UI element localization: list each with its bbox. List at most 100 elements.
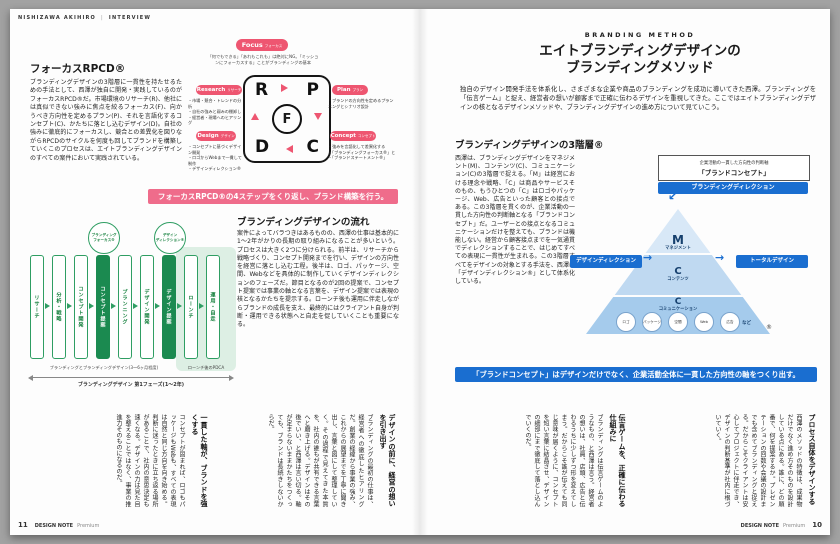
note-line2: 「ブランドコンセプト」: [698, 168, 770, 177]
article-body: ブランディングの最初の仕事は、経営者への徹底したヒアリングだ。創業の経緯から事業…: [267, 414, 373, 507]
three-layers-title: ブランディングデザインの3階層®: [455, 140, 604, 151]
bullet-item: ・コンセプトに基づくデザイン開発: [188, 144, 242, 155]
bullet-item: ・ロゴからWebまで一貫して制作: [188, 155, 242, 166]
article-heading: デザインの前に、経営の想いを引き出す: [379, 414, 396, 507]
bullet-item: ・市場・競合・トレンドの分析: [188, 98, 242, 109]
right-article-block-1: プロセス自体をデザインする 西澤のメソッドの特徴は、成果物だけでなく進め方そのも…: [632, 414, 816, 507]
left-article-block-2: 一貫した軸が、ブランドを強くする コンセプトが固まれば、ロゴもパッケージもWeb…: [28, 414, 208, 507]
arrow-right-icon: →: [715, 251, 725, 264]
flow-step: 分析・戦略: [52, 255, 66, 359]
article-body: ブランディングは伝言ゲームのようなもの、と西澤は言う。経営者の想いは、社員、店頭…: [524, 414, 603, 507]
flow-step: コンセプト開発: [74, 255, 88, 359]
page-number: 11: [18, 521, 28, 529]
rpcd-cycle-diagram: R P D C F: [243, 75, 331, 163]
cycle-arrow-up-icon: [251, 113, 259, 120]
brand-concept-note: 企業活動の一貫した方向性の判断軸 「ブランドコンセプト」: [658, 155, 810, 181]
bullet-item: ・ブランドの方向性を定めるプランニングとシナリオ設計: [328, 98, 394, 109]
flow-timespan-arrow: [28, 374, 234, 381]
flow-phase1-label: ブランディングとブランディングデザイン(3〜6ヶ月程度): [49, 365, 159, 370]
right-article-block-2: 伝言ゲームを、正確に伝わる仕組みに ブランディングは伝言ゲームのようなもの、と西…: [444, 414, 626, 507]
page-fold-shadow: [420, 9, 428, 535]
flow-step-arrow-icon: [111, 303, 116, 309]
page-number: 10: [812, 521, 822, 529]
letter-f-circle: F: [272, 104, 302, 134]
touchpoint-circle: 広告: [720, 312, 740, 332]
page-header: NISHIZAWA AKIHIRO|INTERVIEW: [18, 15, 151, 21]
plan-en: Plan: [336, 87, 351, 93]
flow-diagram: ブランディング フォーカス® デザイン ディレクション® リサーチ分析・戦略コン…: [28, 219, 236, 389]
flow-step: コンセプト提案: [96, 255, 110, 359]
total-design-box: トータルデザイン: [736, 255, 808, 268]
design-en: Design: [197, 133, 219, 139]
magazine-brand: DESIGN NOTE: [34, 523, 74, 529]
article-heading: プロセス自体をデザインする: [808, 414, 816, 505]
focus-rpcd-title: フォーカスRPCD®: [30, 63, 126, 75]
flow-phase2-label: ローンチ後のPDCA: [187, 365, 225, 370]
touchpoint-etc-label: など: [742, 321, 751, 326]
flow-step: デザイン開発: [140, 255, 154, 359]
focus-badge-en: Focus: [241, 41, 263, 49]
kicker: BRANDING METHOD: [584, 31, 696, 39]
author-name: NISHIZAWA AKIHIRO: [18, 15, 97, 21]
letter-p: P: [306, 80, 319, 100]
research-bullets: ・市場・競合・トレンドの分析・自社の強みと弱みの棚卸し・経営者・現場へのヒアリン…: [188, 98, 242, 126]
flow-step-arrow-icon: [177, 303, 182, 309]
concept-ja: コンセプト: [357, 134, 376, 138]
flow-body: 案件によってバラつきはあるものの、西澤の仕事は基本的に1〜2年がかりの長期の取り…: [237, 230, 399, 329]
magazine-brand: DESIGN NOTE: [740, 523, 779, 529]
research-en: Research: [196, 87, 226, 93]
letter-c: C: [306, 137, 319, 157]
concept-en: Concept: [330, 133, 356, 139]
arrow-right-icon: →: [643, 251, 653, 264]
cycle-arrow-down-icon: [314, 113, 322, 120]
milestone1-line2: フォーカス®: [93, 238, 115, 242]
article-heading: 一貫した軸が、ブランドを強くする: [191, 414, 208, 507]
focus-badge-ja: フォーカス: [264, 44, 283, 48]
milestone-badge-1: ブランディング フォーカス®: [88, 222, 120, 254]
milestone2-line2: ディレクション®: [155, 238, 185, 242]
article-title: エイトブランディングデザインの ブランディングメソッド: [460, 43, 820, 77]
touchpoint-circle: Web: [694, 312, 714, 332]
flow-step-arrow-icon: [89, 303, 94, 309]
cycle-arrow-right-icon: [281, 84, 288, 92]
bullet-item: ・「ブランディングフォーカス®」と: [328, 149, 396, 155]
article-body: 西澤のメソッドの特徴は、成果物だけでなく進め方そのものを設計している点にある。誰…: [714, 414, 802, 507]
bullet-item: ・自社の強みと弱みの棚卸し: [188, 109, 242, 115]
flow-step-arrow-icon: [199, 303, 204, 309]
plan-ja: プラン: [352, 88, 364, 92]
flow-steps: リサーチ分析・戦略コンセプト開発コンセプト提案プランニングデザイン開発デザイン提…: [30, 255, 232, 359]
bullet-item: ・強みを言語化して差異化する: [328, 144, 386, 149]
section-label: INTERVIEW: [108, 15, 152, 21]
flow-step: リサーチ: [30, 255, 44, 359]
page-fold-shadow: [412, 9, 420, 535]
article-heading: 伝言ゲームを、正確に伝わる仕組みに: [609, 414, 626, 507]
touchpoint-circle: パッケージ: [642, 312, 662, 332]
three-layers-body: 西澤は、ブランディングデザインをマネジメント(M)、コンテンツ(C)、コミュニケ…: [455, 155, 576, 286]
milestone1-line1: ブランディング: [91, 233, 117, 238]
article-title-line2: ブランディングメソッド: [566, 60, 714, 76]
focus-note: 「何でもできる」「あれもこれも」は絶対にNG。「ミッションにフォーカスする」こと…: [207, 54, 319, 65]
flow-step-arrow-icon: [45, 303, 50, 309]
flow-step-arrow-icon: [155, 303, 160, 309]
research-ja: リサーチ: [227, 88, 242, 92]
registered-mark: ®: [766, 324, 772, 331]
flow-title: ブランディングデザインの流れ: [237, 217, 370, 228]
flow-step: ローンチ: [184, 255, 198, 359]
letter-r: R: [255, 80, 269, 100]
milestone2-line1: デザイン: [162, 233, 178, 238]
design-bullets: ・コンセプトに基づくデザイン開発・ロゴからWebまで一貫して制作・デザインディレ…: [188, 144, 242, 172]
design-ja: デザイン: [220, 134, 235, 138]
magazine-edition: Premium: [77, 523, 100, 529]
flow-timespan-label: ブランディングデザイン 第1フェーズ(1〜2年): [77, 382, 185, 388]
cycle-arrow-left-icon: [286, 145, 293, 153]
letter-d: D: [255, 137, 270, 157]
design-direction-box: デザインディレクション: [570, 255, 642, 268]
article-intro: 独自のデザイン開発手法を体系化し、さまざまな企業や商品のブランディングを成功に導…: [460, 86, 816, 111]
article-body: コンセプトが固まれば、ロゴもパッケージもWebも、すべての表現は自然と同じ方向を…: [115, 414, 185, 507]
